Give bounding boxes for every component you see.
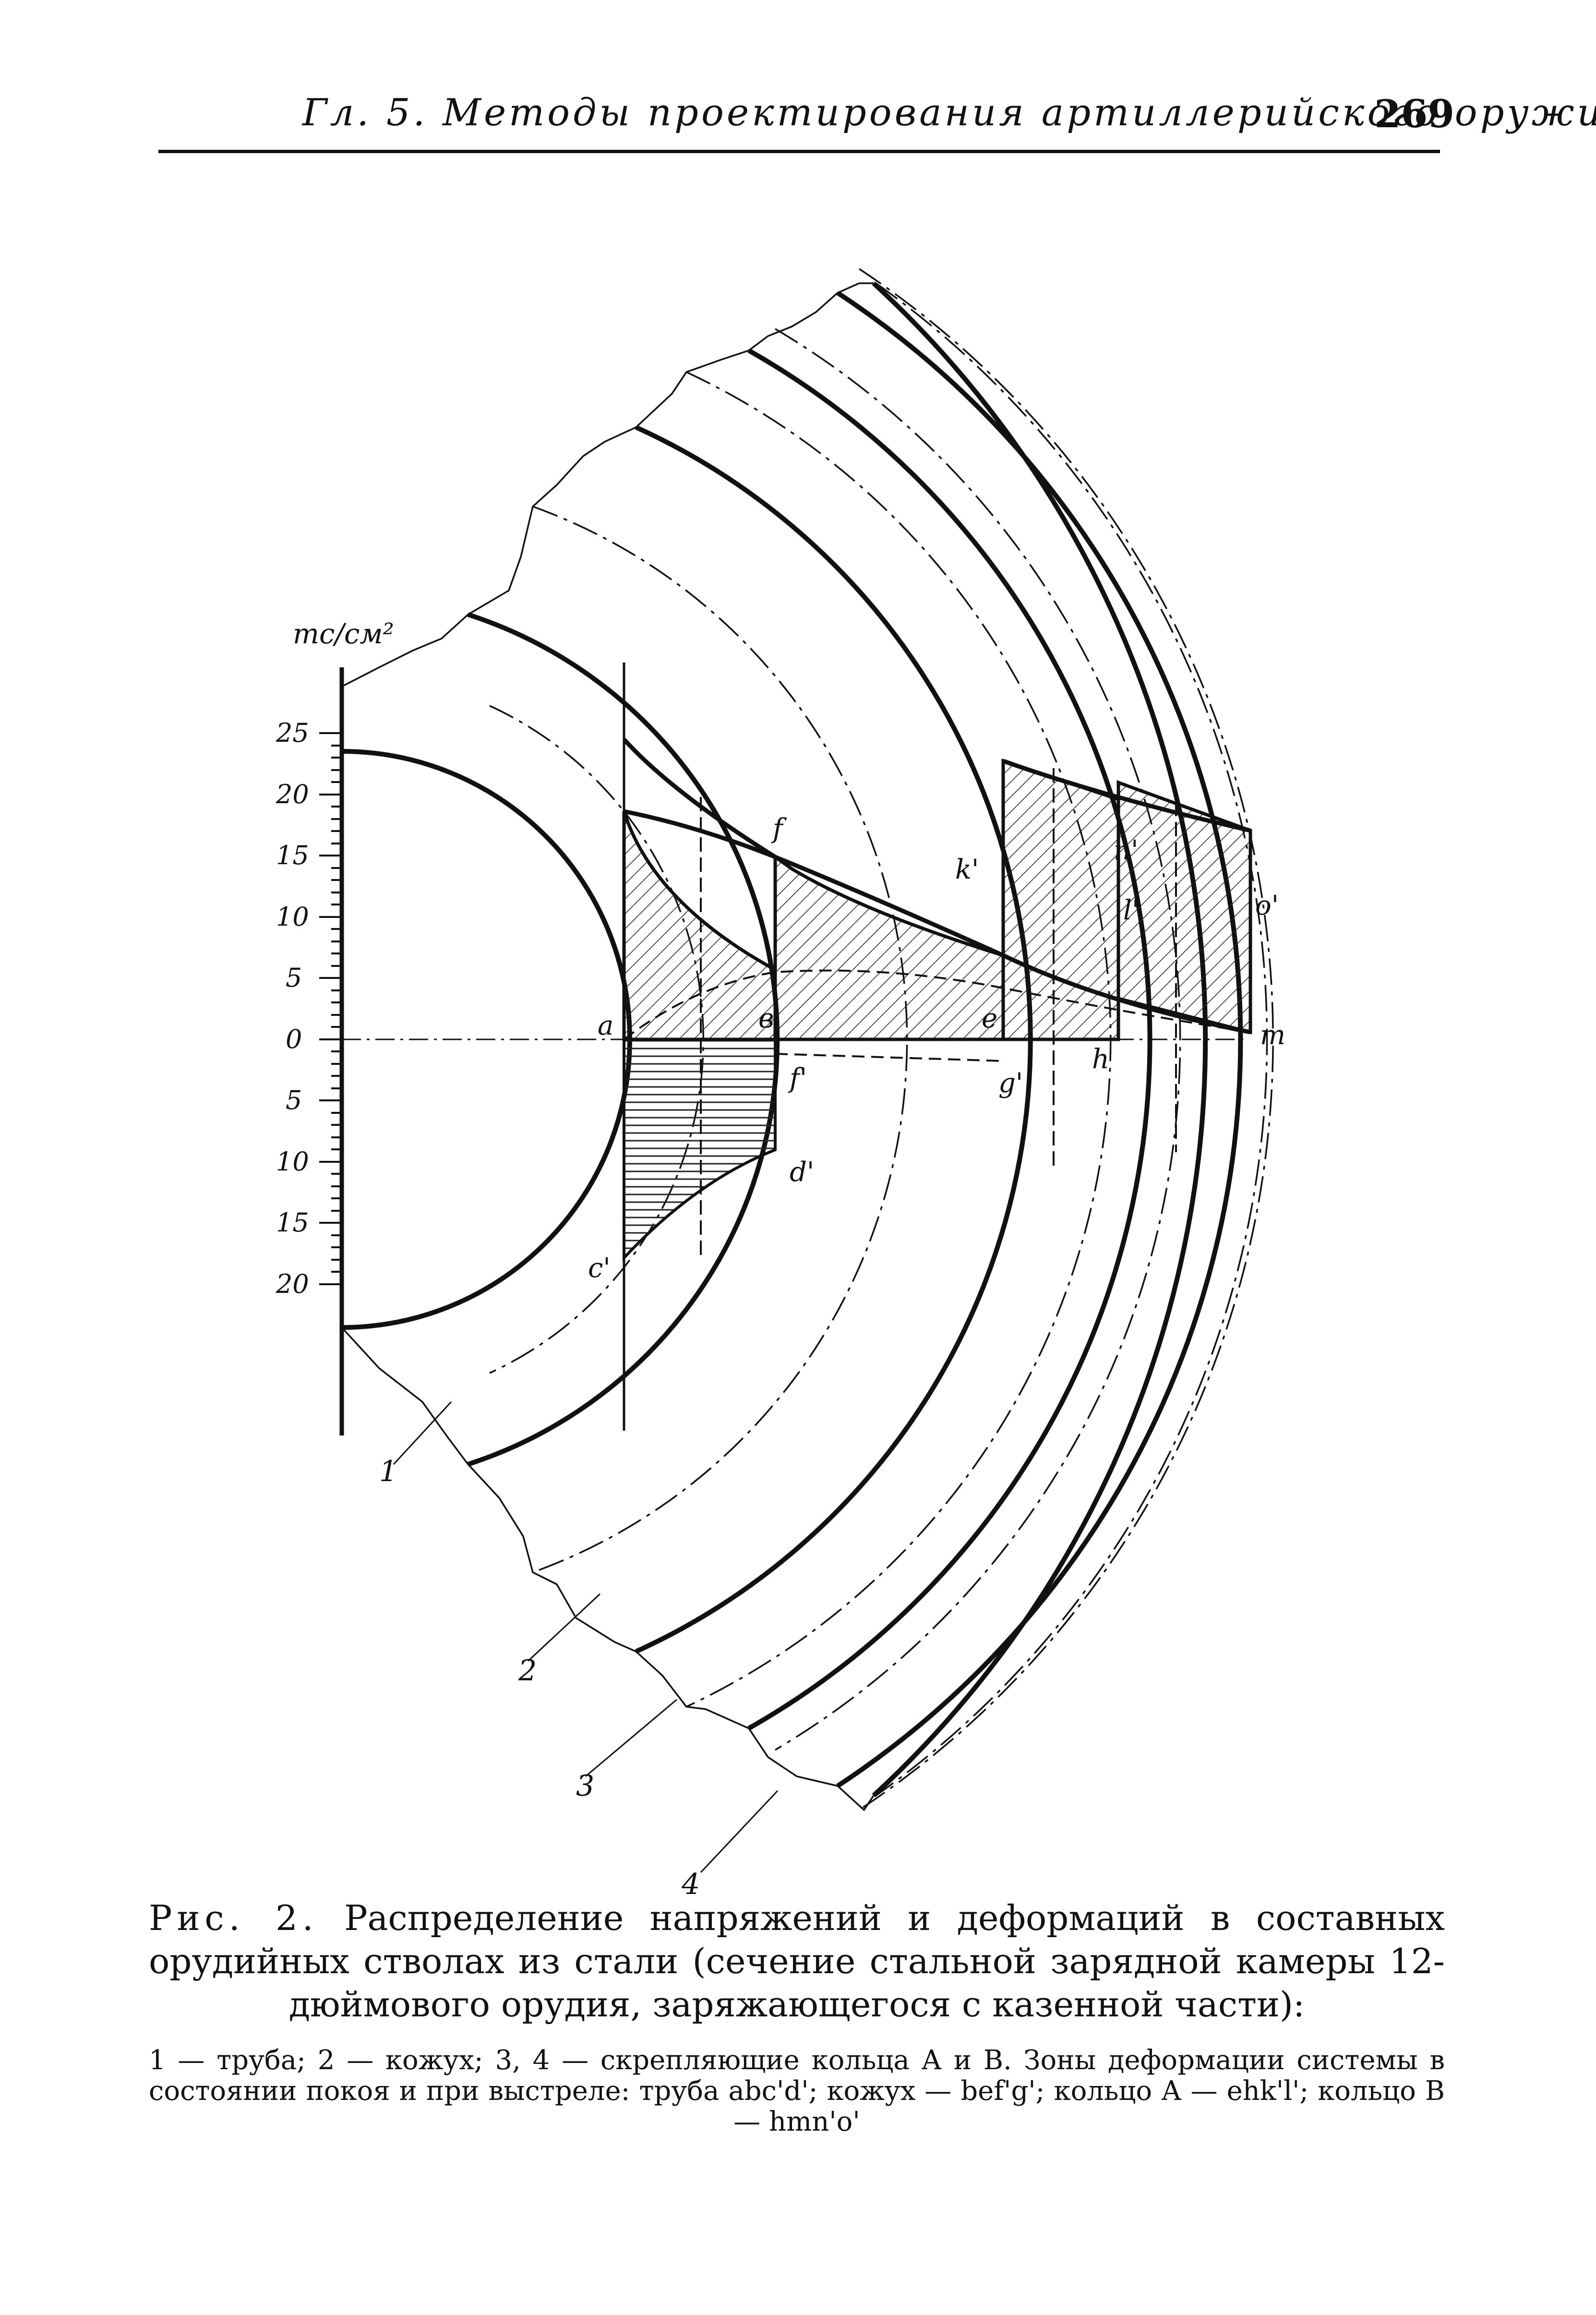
stress-diagram: тс/см² 25 20 15 10 5 0 5 10 15 20 — [276, 268, 1285, 1896]
ring-a-zone — [1001, 759, 1120, 1041]
scale-tick-marks — [319, 732, 342, 1285]
point-labels: a в c' d' f f' e g' h k' l' n' o' m — [588, 813, 1285, 1284]
scale-labels: тс/см² 25 20 15 10 5 0 5 10 15 20 — [276, 617, 394, 1299]
tube-negative-zone — [623, 1038, 777, 1262]
tube-zone — [622, 810, 777, 1041]
stress-scale — [319, 667, 344, 1435]
point-label: c' — [588, 1253, 611, 1284]
scale-tick-label: 5 — [286, 1085, 302, 1115]
scale-tick-label: 15 — [276, 1207, 309, 1238]
point-label: k' — [955, 854, 979, 885]
running-title: Гл. 5. Методы проектирования артиллерийс… — [302, 91, 1596, 134]
point-label: l' — [1123, 895, 1139, 926]
point-label: g' — [998, 1068, 1023, 1099]
unit-label: тс/см² — [293, 617, 394, 650]
point-label: h — [1092, 1044, 1109, 1075]
point-label: в — [758, 1003, 774, 1034]
page-number: 269 — [1374, 91, 1454, 136]
layer-labels: 1 2 3 4 — [379, 1455, 700, 1896]
caption-main: Рис. 2. Распределение напряжений и дефор… — [149, 1896, 1445, 2026]
layer-label-2: 2 — [518, 1654, 537, 1688]
scale-tick-label: 20 — [276, 1269, 309, 1299]
scale-tick-label: 10 — [276, 902, 309, 932]
running-head: Гл. 5. Методы проектирования артиллерийс… — [158, 91, 1596, 149]
break-lines — [341, 282, 875, 1811]
scale-tick-label: 5 — [286, 963, 302, 993]
point-label: m — [1260, 1020, 1285, 1051]
header-rule — [158, 150, 1440, 153]
layer-label-3: 3 — [576, 1769, 594, 1803]
scale-tick-label: 0 — [286, 1024, 302, 1054]
layer-label-1: 1 — [379, 1455, 397, 1488]
point-label: n' — [1114, 835, 1138, 866]
stress-curves — [622, 737, 1251, 1035]
scale-tick-label: 15 — [276, 840, 309, 870]
dashed-curves — [623, 969, 1251, 1062]
scale-tick-label: 20 — [276, 779, 309, 809]
layer-label-4: 4 — [681, 1868, 700, 1896]
scale-tick-label: 10 — [276, 1146, 309, 1177]
caption-legend: 1 — труба; 2 — кожух; 3, 4 — скрепляющие… — [149, 2045, 1445, 2137]
scale-tick-label: 25 — [276, 718, 309, 748]
point-label: e — [982, 1003, 997, 1034]
figure-caption: Рис. 2. Распределение напряжений и дефор… — [149, 1896, 1445, 2137]
section-lines — [623, 663, 1177, 1431]
point-label: f — [771, 813, 787, 844]
point-label: f' — [788, 1063, 807, 1094]
layer-leaders — [393, 1401, 779, 1873]
point-label: o' — [1255, 890, 1279, 921]
caption-lead: Рис. 2. — [149, 1898, 318, 1938]
point-label: d' — [790, 1157, 814, 1188]
caption-title: Распределение напряжений и деформаций в … — [149, 1898, 1445, 2025]
point-label: a — [598, 1010, 613, 1041]
